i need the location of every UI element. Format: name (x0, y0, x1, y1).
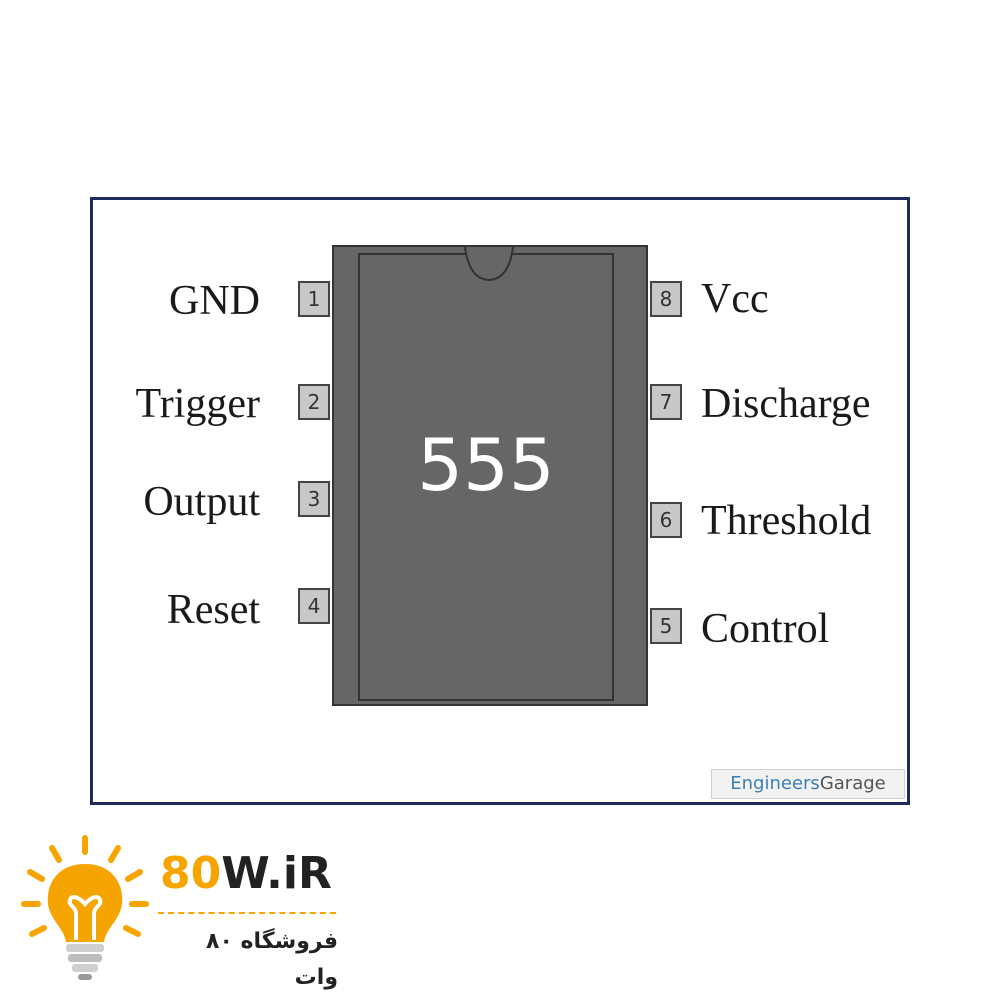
pin-label-control: Control (701, 606, 830, 652)
pin-label-discharge: Discharge (701, 381, 871, 427)
pin-2: 2 (298, 384, 330, 420)
chip-label: 555 (417, 423, 555, 507)
pin-3: 3 (298, 481, 330, 517)
pin-label-gnd: GND (169, 278, 260, 324)
pin-label-threshold: Threshold (701, 498, 872, 544)
chip-body (332, 245, 648, 706)
pin-label-output: Output (143, 479, 260, 525)
pin-5: 5 (650, 608, 682, 644)
pin-8: 8 (650, 281, 682, 317)
brand-part-a: 80 (160, 848, 222, 899)
pin-1: 1 (298, 281, 330, 317)
credit-badge: EngineersGarage (711, 769, 905, 799)
pin-label-trigger: Trigger (135, 381, 260, 427)
credit-part2: Garage (819, 773, 886, 794)
light-bulb-icon (21, 835, 149, 980)
pin-7: 7 (650, 384, 682, 420)
pin-4: 4 (298, 588, 330, 624)
brand-tagline: فروشگاه ۸۰ وات (206, 929, 338, 990)
pin-label-vcc: Vcc (701, 276, 769, 322)
brand-divider (158, 912, 336, 914)
pin-label-reset: Reset (166, 587, 260, 633)
credit-part1: Engineers (730, 773, 820, 794)
brand-logo-text: 80W.iR (160, 848, 332, 900)
brand-part-b: W.iR (221, 848, 332, 899)
chip-notch (464, 247, 514, 282)
pin-6: 6 (650, 502, 682, 538)
